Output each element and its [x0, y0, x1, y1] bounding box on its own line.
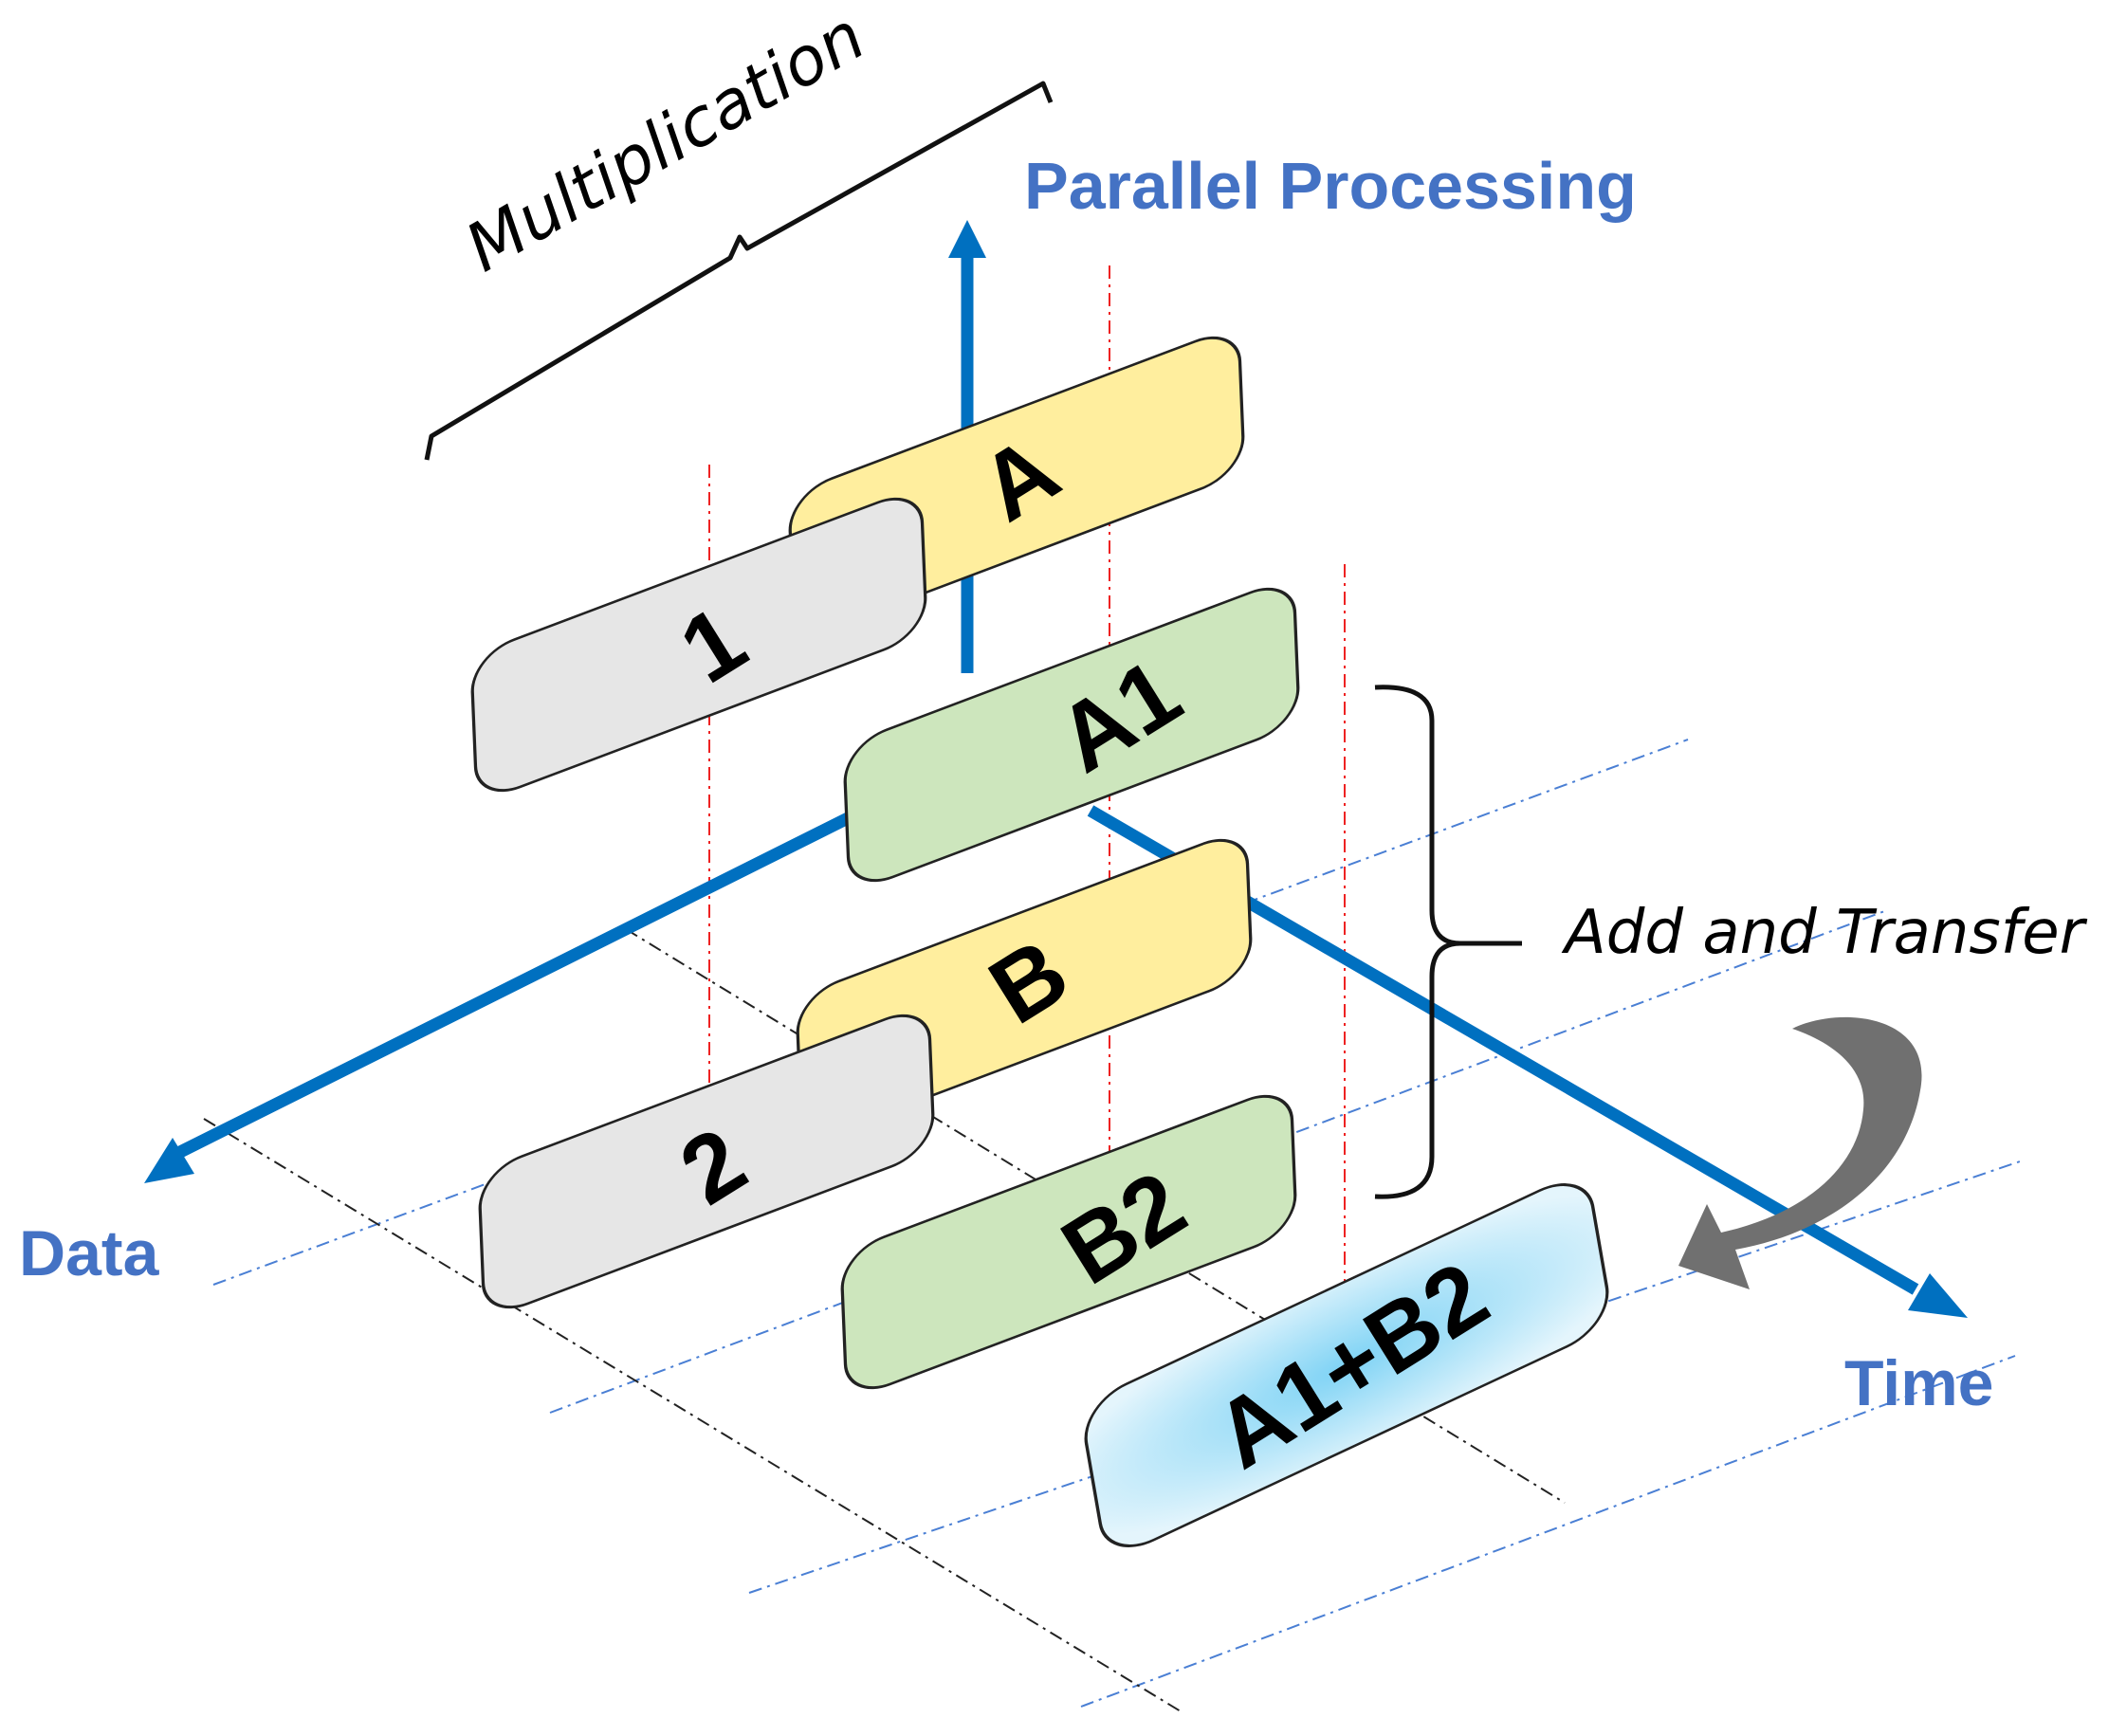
parallel-axis-label: Parallel Processing [1024, 149, 1637, 223]
curved-arrow-icon [1678, 1016, 1922, 1289]
parallel-axis-arrowhead [948, 220, 986, 258]
tile-1-body [470, 497, 927, 793]
tile-2-body [478, 1014, 935, 1309]
black-guide-line [203, 1118, 1182, 1712]
multiplication-brace-icon [424, 81, 1054, 461]
data-axis-arrowhead [144, 1138, 194, 1183]
add-transfer-brace-icon [1374, 685, 1522, 1199]
tile-sum-body [1084, 1183, 1609, 1547]
tile-b2-body [840, 1094, 1297, 1390]
data-axis-label: Data [19, 1217, 160, 1289]
tile-sum: A1+B2 [1084, 1183, 1609, 1547]
curved-return-arrow [1678, 1016, 1922, 1289]
tile-2: 2 [478, 1014, 935, 1309]
add-transfer-label: Add and Transfer [1561, 898, 2088, 968]
tile-1: 1 [470, 497, 927, 793]
tile-a1-body [843, 587, 1300, 883]
time-axis-arrowhead [1908, 1273, 1968, 1318]
time-axis-label: Time [1844, 1347, 1993, 1419]
multiplication-bracket: Multiplication [424, 0, 1054, 461]
blue-guide-line [549, 909, 1888, 1414]
add-transfer-bracket: Add and Transfer [1374, 685, 2088, 1199]
tile-a1: A1 [843, 587, 1300, 883]
multiplication-label: Multiplication [453, 0, 878, 287]
blue-guide-line [1080, 1355, 2016, 1708]
